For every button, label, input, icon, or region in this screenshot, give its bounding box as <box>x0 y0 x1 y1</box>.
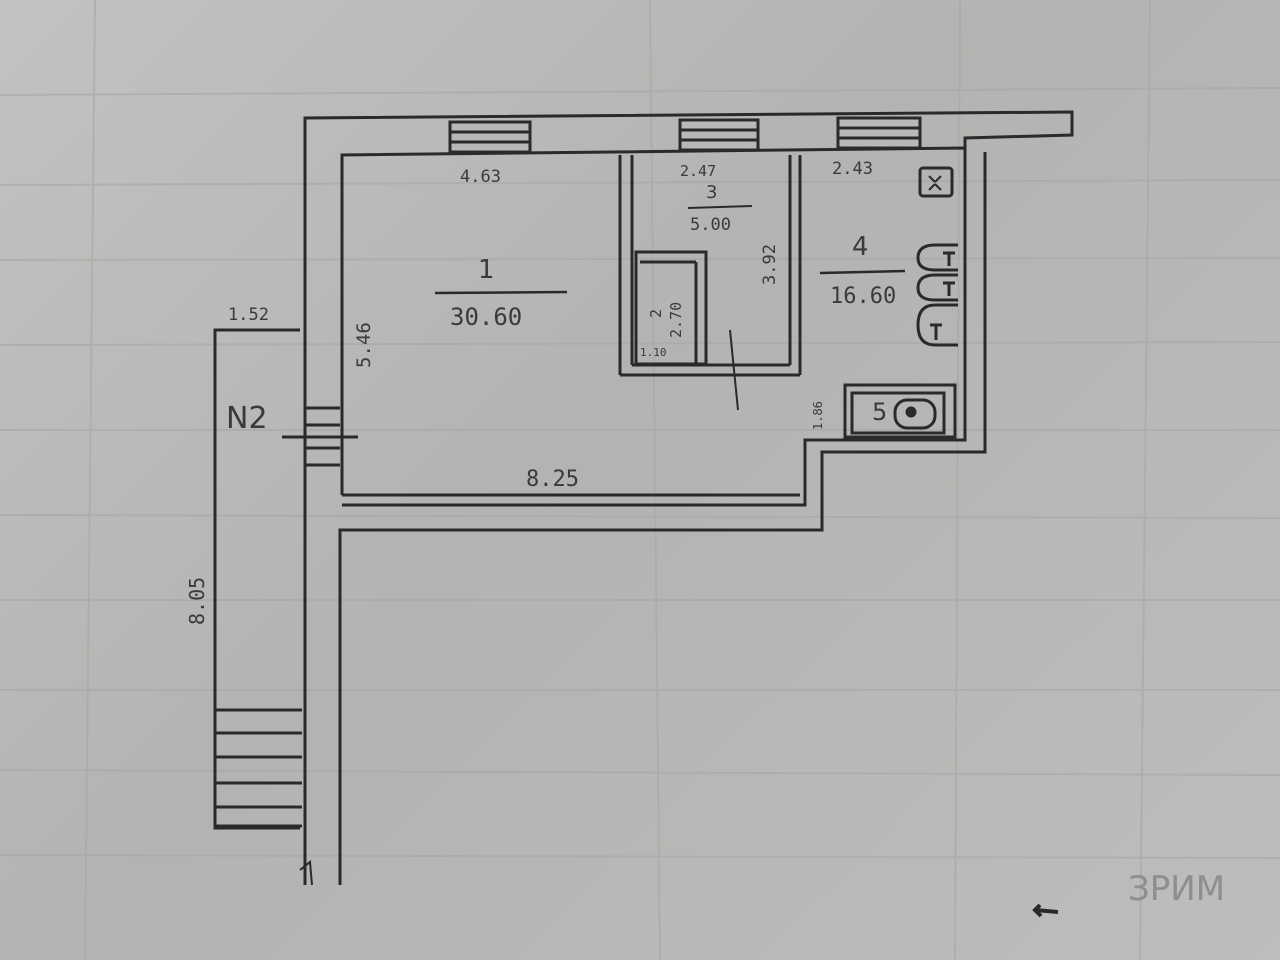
dim-bottom: 8.25 <box>526 467 579 492</box>
window-2 <box>678 118 760 152</box>
room-5-number: 5 <box>872 398 887 426</box>
dim-room2-width: 1.10 <box>640 346 667 359</box>
stair-passage <box>213 328 302 830</box>
corner-text: ЗРИМ <box>1128 869 1225 909</box>
room-2-walls <box>634 250 708 366</box>
dim-top-right: 2.43 <box>832 159 873 179</box>
dim-top-middle: 2.47 <box>680 162 716 180</box>
dim-top-left: 4.63 <box>460 167 501 187</box>
dim-small: 1.86 <box>811 401 825 430</box>
room-3-walls <box>618 155 802 411</box>
window-1 <box>448 120 532 154</box>
outer-walls <box>299 110 1074 886</box>
room-2-area: 2.70 <box>667 302 685 338</box>
room-4-number: 4 <box>852 232 869 262</box>
dim-left-wall: 5.46 <box>353 322 375 368</box>
room-3-number: 3 <box>706 182 717 203</box>
room-1-area: 30.60 <box>450 303 522 331</box>
entrance-door <box>282 406 358 467</box>
radiator-icon <box>916 243 958 347</box>
window-3 <box>836 116 922 150</box>
dim-room3-side: 3.92 <box>760 244 780 285</box>
dim-stair-length: 8.05 <box>185 577 209 625</box>
entrance-label: N2 <box>226 401 268 436</box>
dim-stair-top: 1.52 <box>228 305 269 325</box>
arrow-mark <box>1032 903 1059 918</box>
room-4-area: 16.60 <box>830 284 896 309</box>
room-1-number: 1 <box>478 255 495 285</box>
inner-walls <box>340 146 967 507</box>
stove-icon <box>918 166 954 198</box>
labels: 4.63 2.47 2.43 1 30.60 3 5.00 3.92 4 16.… <box>185 159 1225 918</box>
room-2-number: 2 <box>647 309 665 318</box>
room-3-area: 5.00 <box>690 215 731 235</box>
bathroom-fixture <box>843 383 957 439</box>
